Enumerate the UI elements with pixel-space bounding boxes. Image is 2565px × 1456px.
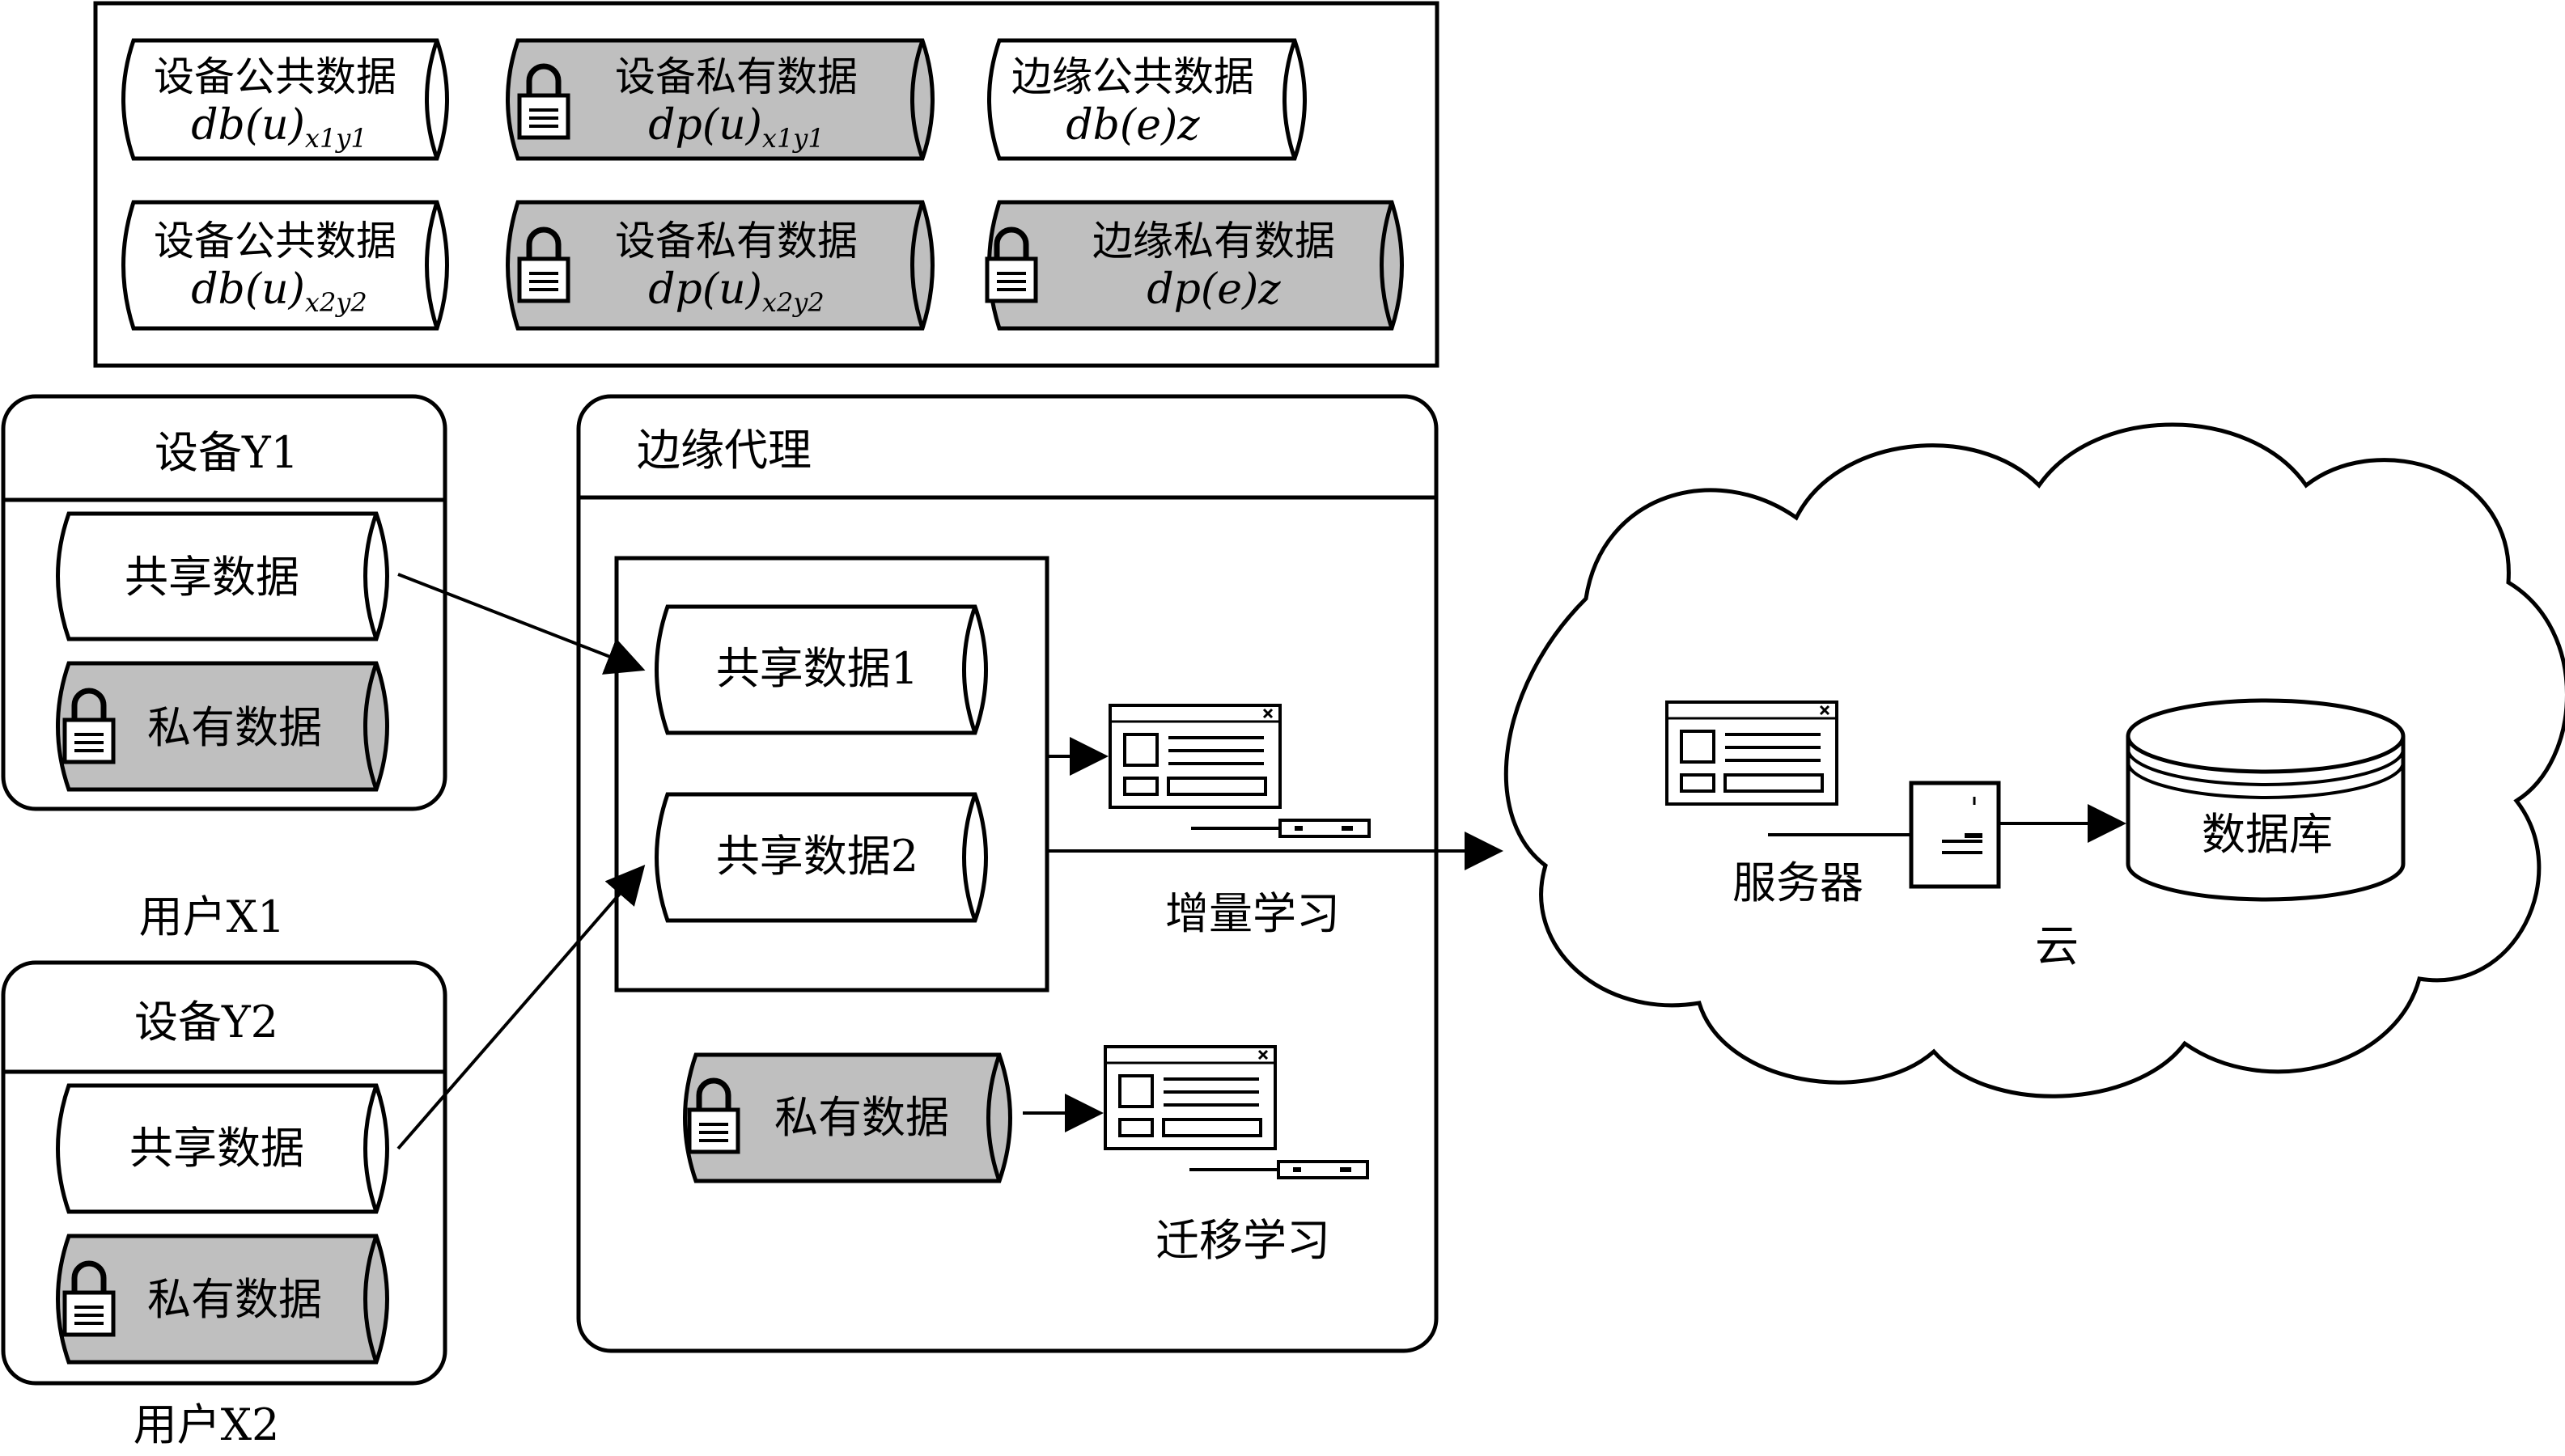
server-window-icon [1665,700,1838,806]
legend-item-2-sub: x1y1 [762,123,825,154]
legend-item-6: 边缘私有数据 dp(e)z [987,200,1404,331]
arrow-y1-to-edge [397,573,646,675]
legend-item-4-title: 设备公共数据 [154,218,396,265]
legend-item-6-title: 边缘私有数据 [1092,218,1335,265]
device-y2-title: 设备Y2 [134,997,278,1048]
legend-item-1-formula: db(u) [191,101,305,150]
svg-text:dp(u)x2y2: dp(u)x2y2 [648,265,824,318]
edge-private-data: 私有数据 [774,1092,949,1143]
device-y1-private: 私有数据 [147,702,322,753]
server-icon [1909,781,2001,889]
device-y1-panel: 设备Y1 共享数据 私有数据 [1,394,447,811]
legend-item-2: 设备私有数据 dp(u)x1y1 [506,38,935,161]
transfer-learning-label: 迁移学习 [1155,1215,1330,1266]
device-y1-title: 设备Y1 [155,427,299,478]
connectors [396,573,2126,1150]
cloud: 服务器 数据库 云 [1503,422,2565,1098]
model-window-icon [1104,1045,1277,1150]
legend-item-4-formula: db(u) [191,265,305,314]
svg-text:db(u)x1y1: db(u)x1y1 [191,101,367,154]
legend-item-2-formula: dp(u) [648,101,762,150]
legend-item-5-title: 设备私有数据 [615,218,858,265]
legend-item-5: 设备私有数据 dp(u)x2y2 [506,200,935,331]
device-y2-private: 私有数据 [147,1274,322,1325]
legend-item-3-title: 边缘公共数据 [1011,53,1254,100]
svg-text:dp(u)x1y1: dp(u)x1y1 [648,101,824,154]
legend-item-5-formula: dp(u) [648,265,762,314]
legend-item-1: 设备公共数据 db(u)x1y1 [121,38,449,161]
server-label: 服务器 [1732,857,1863,908]
legend-item-4: 设备公共数据 db(u)x2y2 [121,200,449,331]
user-x1-label: 用户X1 [139,891,286,942]
legend-item-4-sub: x2y2 [305,287,367,318]
legend-item-6-formula: dp(e)z [1147,265,1281,314]
device-y1-shared: 共享数据 [125,552,299,603]
edge-agent-title: 边缘代理 [637,425,812,476]
user-x2-label: 用户X2 [134,1399,280,1450]
edge-agent-panel: 边缘代理 共享数据1 共享数据2 私有数据 增量学习 迁移学习 [576,394,1439,1353]
legend-item-3: 边缘公共数据 db(e)z [987,38,1307,161]
edge-shared-data-1: 共享数据1 [716,643,918,694]
svg-text:db(u)x2y2: db(u)x2y2 [191,265,367,318]
database-icon [2126,698,2406,902]
legend-item-3-formula: db(e)z [1066,101,1200,150]
legend-item-1-title: 设备公共数据 [154,53,396,100]
database-label: 数据库 [2202,809,2333,860]
edge-shared-data-2: 共享数据2 [716,831,918,882]
incremental-learning-label: 增量学习 [1165,888,1340,939]
legend-item-1-sub: x1y1 [305,123,367,154]
arrow-y2-to-edge [396,864,646,1150]
cloud-label: 云 [2035,921,2079,971]
legend-item-5-sub: x2y2 [762,287,825,318]
device-y2-shared: 共享数据 [129,1123,304,1174]
legend-item-2-title: 设备私有数据 [615,53,858,100]
model-window-icon [1109,704,1282,809]
device-y2-panel: 设备Y2 共享数据 私有数据 [1,960,447,1386]
